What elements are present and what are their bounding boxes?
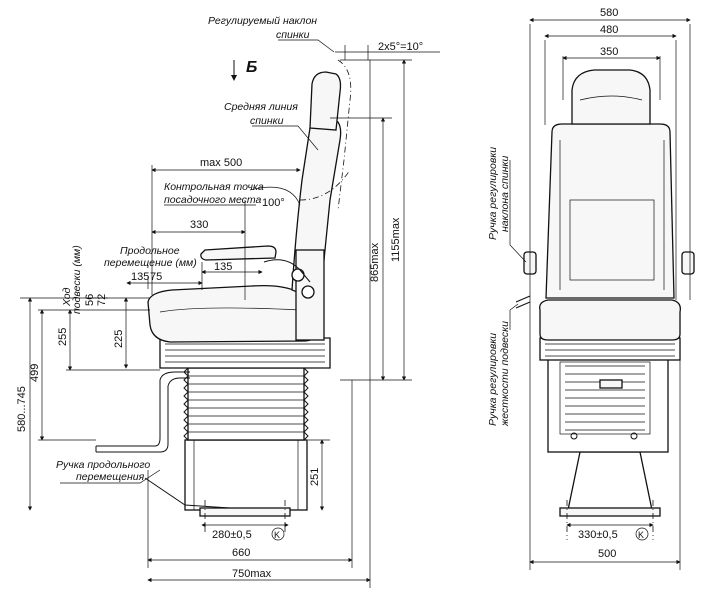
label-control-point-1: Контрольная точка [164, 181, 264, 193]
side-armrest [200, 245, 277, 261]
dim-580: 580 [600, 7, 618, 19]
side-base-plate [199, 507, 291, 517]
side-long-handle[interactable] [96, 371, 190, 447]
dim-75: 75 [150, 271, 162, 283]
side-base-box [184, 439, 308, 511]
dim-1155max: 1155max [390, 217, 402, 262]
dim-280: 280±0,5 [212, 529, 252, 541]
dim-480: 480 [600, 24, 618, 36]
label-tilt-handle-2: наклона спинки [499, 156, 511, 232]
dim-angle100: 100° [262, 197, 285, 209]
dim-350: 350 [600, 46, 618, 58]
front-tilt-handle-right[interactable] [681, 251, 695, 275]
side-view: max 500 330 100° 135 75 135 Ход подвески… [16, 15, 440, 588]
dim-580-745: 580...745 [16, 386, 28, 432]
dim-330-front: 330±0,5 [578, 529, 618, 541]
dim-255: 255 [57, 328, 69, 346]
side-bellows [183, 367, 309, 441]
dim-750max: 750max [232, 568, 272, 580]
label-handle-2: перемещения [76, 471, 145, 483]
front-backrest [545, 123, 675, 299]
label-backrest-tilt-2: спинки [276, 29, 310, 41]
dim-225: 225 [113, 330, 125, 348]
label-tilt-handle-1: Ручка регулировки [487, 147, 499, 240]
label-long-move-1: Продольное [120, 245, 180, 257]
label-control-point-2: посадочного места [164, 194, 262, 206]
front-stiffness-handle[interactable] [515, 295, 531, 309]
label-backrest-tilt-1: Регулируемый наклон [208, 15, 317, 27]
label-midline-1: Средняя линия [224, 101, 298, 113]
label-long-move-2: перемещение (мм) [104, 257, 197, 269]
front-headrest [571, 69, 651, 125]
front-view: 580 480 350 330±0,5 K 500 Ручка регулиро… [487, 7, 695, 570]
front-seat-cushion [539, 299, 681, 341]
dim-135a: 135 [131, 271, 149, 283]
dim-max500: max 500 [200, 157, 242, 169]
label-stiffness-handle-1: Ручка регулировки [487, 333, 499, 426]
label-susp-travel-2: подвески (мм) [71, 245, 83, 314]
k-mark-side: K [274, 530, 280, 540]
label-susp-travel-1: Ход [61, 287, 73, 307]
dim-865max: 865max [369, 242, 381, 282]
dim-tilt-angle: 2x5°=10° [378, 41, 423, 53]
label-handle-1: Ручка продольного [56, 459, 150, 471]
front-pedestal [567, 451, 653, 511]
dim-56: 56 [84, 294, 96, 306]
side-tilt-lever[interactable] [263, 259, 311, 283]
dim-72: 72 [96, 294, 108, 306]
side-seat-cushion [147, 284, 319, 343]
front-base-plate [559, 507, 661, 517]
side-headrest [309, 71, 342, 131]
dim-500-front: 500 [598, 548, 616, 560]
front-suspension-box [547, 355, 669, 453]
dim-499: 499 [29, 364, 41, 382]
dim-135b: 135 [214, 261, 232, 273]
front-stiffness-knob[interactable] [599, 379, 623, 389]
dim-660: 660 [232, 547, 250, 559]
k-mark-front: K [638, 530, 644, 540]
dim-251: 251 [309, 468, 321, 486]
label-stiffness-handle-2: жесткости подвески [499, 321, 511, 427]
dim-330: 330 [190, 219, 208, 231]
label-midline-2: спинки [250, 115, 284, 127]
view-letter: Б [246, 59, 257, 76]
